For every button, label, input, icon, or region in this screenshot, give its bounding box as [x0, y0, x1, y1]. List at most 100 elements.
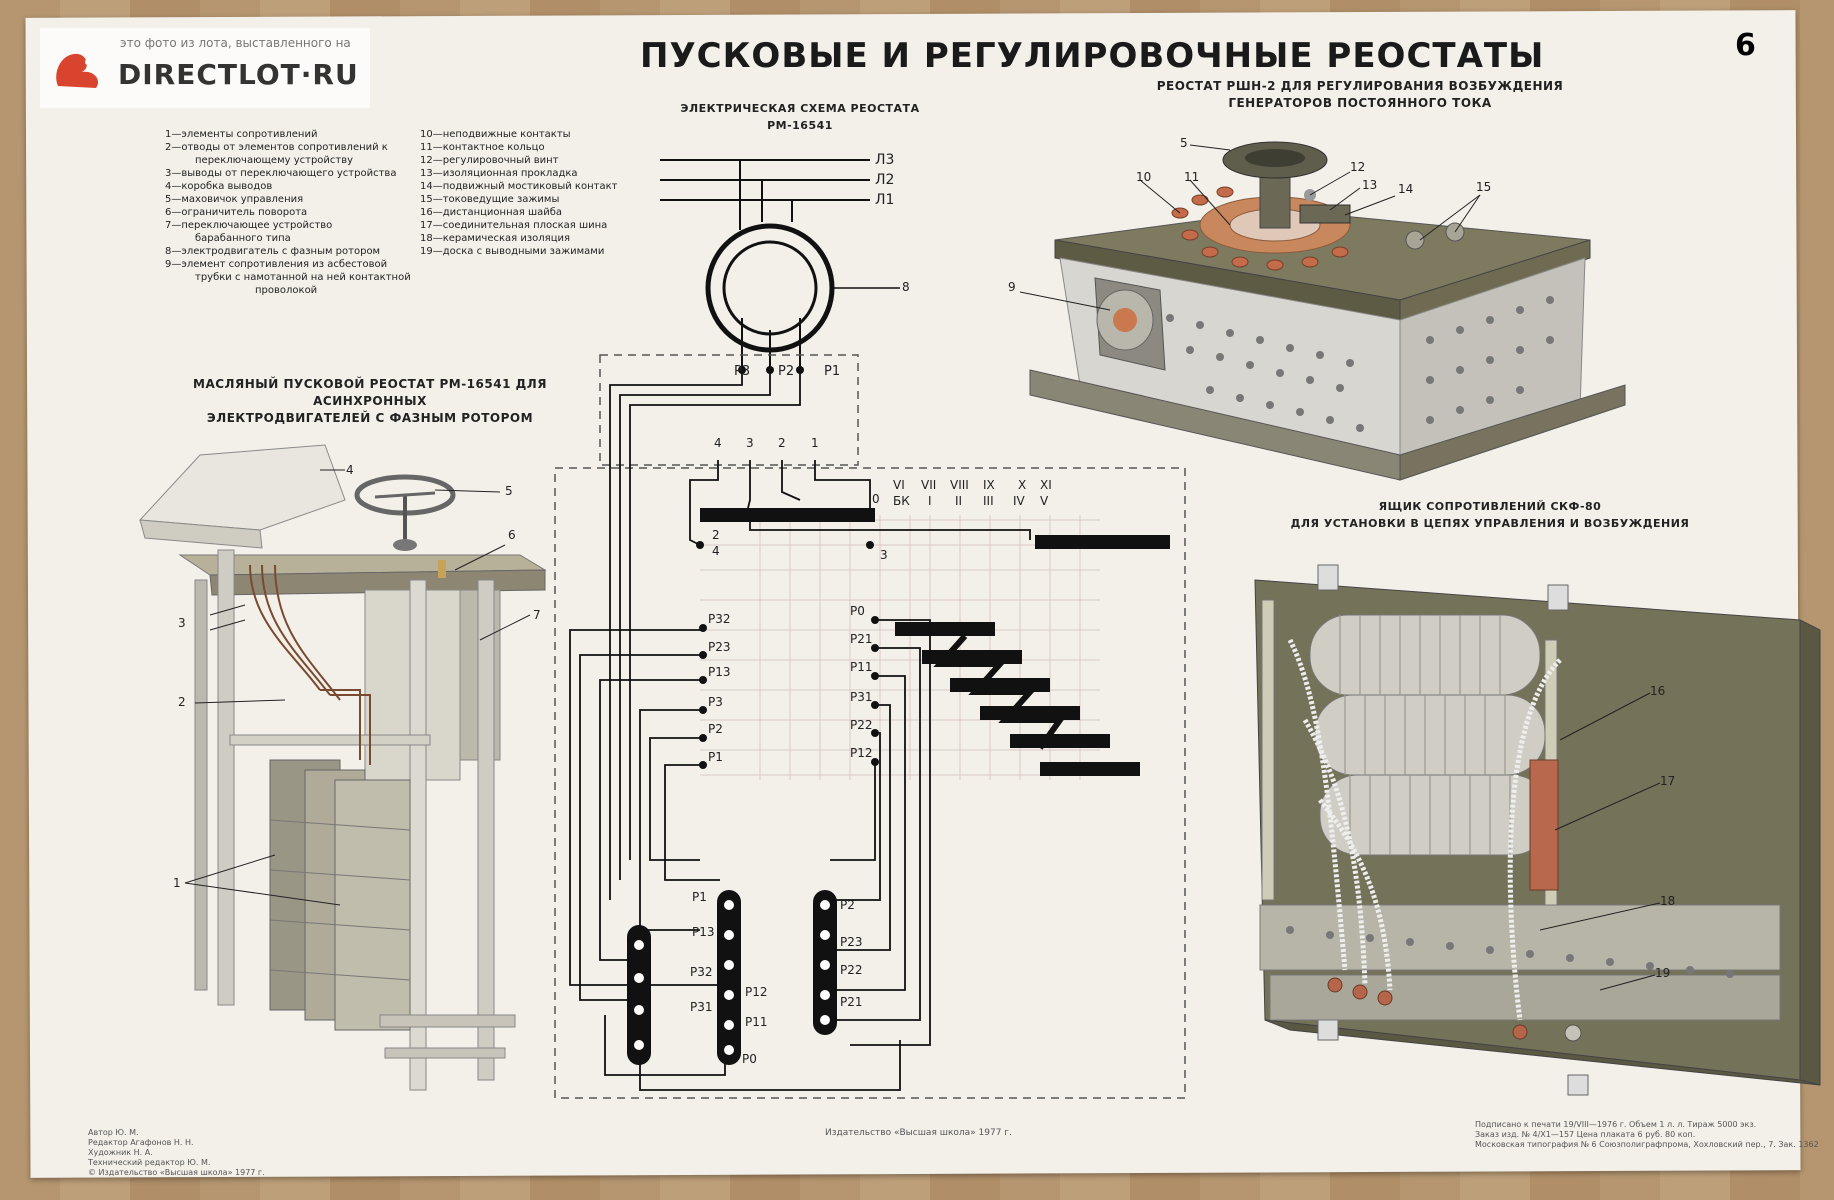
roman-label: IV	[1013, 494, 1025, 508]
footer-line: Редактор Агафонов Н. Н.	[88, 1138, 194, 1147]
part-number: 15	[1476, 180, 1492, 194]
skf-caption-line: ДЛЯ УСТАНОВКИ В ЦЕПЯХ УПРАВЛЕНИЯ И ВОЗБУ…	[1290, 517, 1690, 530]
line-label: Л1	[875, 192, 895, 208]
contact-label: Р21	[850, 632, 873, 646]
contact-label: Р0	[850, 604, 865, 618]
legend-item: 9—элемент сопротивления из асбестовой	[165, 259, 388, 270]
watermark-brand[interactable]: DIRECTLOT·RU	[118, 58, 359, 91]
contact-label: Р31	[850, 690, 873, 704]
schematic-caption-line: РМ-16541	[767, 119, 833, 132]
position-label: 3	[746, 436, 754, 450]
roman-label: III	[983, 494, 994, 508]
part-number: 3	[178, 616, 186, 630]
bar-label: Р12	[745, 985, 768, 999]
roman-label: II	[955, 494, 963, 508]
part-number: 7	[533, 608, 541, 622]
skf-caption: ЯЩИК СОПРОТИВЛЕНИЙ СКФ-80 ДЛЯ УСТАНОВКИ …	[1270, 498, 1710, 532]
sheet-number: 6	[1735, 28, 1756, 63]
legend-item: 1—элементы сопротивлений	[165, 129, 318, 140]
rotor-label: Р2	[778, 364, 795, 379]
legend-item: 2—отводы от элементов сопротивлений к	[165, 142, 388, 153]
contact-label: Р32	[708, 612, 731, 626]
legend-left: 1—элементы сопротивлений 2—отводы от эле…	[165, 128, 411, 297]
legend-item: 10—неподвижные контакты	[420, 129, 571, 140]
legend-item: 11—контактное кольцо	[420, 142, 545, 153]
roman-label: VI	[893, 478, 905, 492]
footer-line: Подписано к печати 19/VIII—1976 г. Объем…	[1475, 1120, 1757, 1129]
roman-label: БК	[893, 494, 910, 508]
part-number: 11	[1184, 170, 1200, 184]
skf-caption-line: ЯЩИК СОПРОТИВЛЕНИЙ СКФ-80	[1378, 500, 1602, 513]
bar-label: Р21	[840, 995, 863, 1009]
legend-item: 14—подвижный мостиковый контакт	[420, 181, 618, 192]
legend-item: 16—дистанционная шайба	[420, 207, 563, 218]
legend-item: трубки с намотанной на ней контактной	[195, 272, 411, 283]
switch-label: 2	[712, 528, 720, 542]
contact-label: Р23	[708, 640, 731, 654]
legend-item: 18—керамическая изоляция	[420, 233, 571, 244]
legend-item: 17—соединительная плоская шина	[420, 220, 608, 231]
roman-label: XI	[1040, 478, 1052, 492]
footer-line: Художник Н. А.	[88, 1148, 153, 1157]
part-number: 18	[1660, 894, 1676, 908]
poster-title: ПУСКОВЫЕ И РЕГУЛИРОВОЧНЫЕ РЕОСТАТЫ	[640, 36, 1545, 76]
legend-item: 19—доска с выводными зажимами	[420, 246, 605, 257]
oil-rheostat-caption: МАСЛЯНЫЙ ПУСКОВОЙ РЕОСТАТ РМ-16541 ДЛЯ А…	[160, 376, 580, 427]
contact-label: Р22	[850, 718, 873, 732]
part-number: 17	[1660, 774, 1676, 788]
part-number: 4	[346, 463, 354, 477]
contact-label: Р3	[708, 695, 723, 709]
legend-item: барабанного типа	[195, 233, 291, 244]
part-number: 2	[178, 695, 186, 709]
footer-credits: Автор Ю. М. Редактор Агафонов Н. Н. Худо…	[88, 1128, 265, 1178]
watermark-caption: это фото из лота, выставленного на	[120, 36, 351, 50]
oil-caption-line: МАСЛЯНЫЙ ПУСКОВОЙ РЕОСТАТ РМ-16541 ДЛЯ А…	[193, 377, 547, 408]
part-number: 1	[173, 876, 181, 890]
bar-label: Р32	[690, 965, 713, 979]
contact-label: Р11	[850, 660, 873, 674]
part-number: 16	[1650, 684, 1666, 698]
legend-item: 15—токоведущие зажимы	[420, 194, 560, 205]
position-label: 1	[811, 436, 819, 450]
legend-item: 5—маховичок управления	[165, 194, 304, 205]
oil-rheostat-illustration	[138, 444, 547, 1091]
bar-label: Р1	[692, 890, 707, 904]
line-label: Л3	[875, 152, 895, 168]
part-number: 13	[1362, 178, 1378, 192]
squirrel-logo-icon	[56, 53, 99, 88]
contact-label: Р1	[708, 750, 723, 764]
oil-caption-line: ЭЛЕКТРОДВИГАТЕЛЕЙ С ФАЗНЫМ РОТОРОМ	[206, 411, 534, 425]
skf-resistor-box-illustration	[1254, 564, 1821, 1096]
legend-item: 6—ограничитель поворота	[165, 207, 308, 218]
switch-label: 4	[712, 544, 720, 558]
bar-label: Р31	[690, 1000, 713, 1014]
rotor-label: Р3	[734, 364, 751, 379]
watermark-banner: это фото из лота, выставленного на DIREC…	[40, 28, 370, 108]
rshn-rheostat-illustration	[1019, 141, 1626, 481]
legend-item: 4—коробка выводов	[165, 181, 273, 192]
legend-item: 7—переключающее устройство	[165, 220, 333, 231]
legend-item: 13—изоляционная прокладка	[420, 168, 578, 179]
part-number: 19	[1655, 966, 1671, 980]
schematic-caption: ЭЛЕКТРИЧЕСКАЯ СХЕМА РЕОСТАТА РМ-16541	[660, 100, 940, 134]
switch-label: 3	[880, 548, 888, 562]
position-label: 2	[778, 436, 786, 450]
rshn-caption: РЕОСТАТ РШН-2 ДЛЯ РЕГУЛИРОВАНИЯ ВОЗБУЖДЕ…	[1140, 78, 1580, 112]
part-number: 9	[1008, 280, 1016, 294]
legend-right: 10—неподвижные контакты 11—контактное ко…	[420, 128, 617, 258]
part-number: 14	[1398, 182, 1414, 196]
legend-item: переключающему устройству	[195, 155, 354, 166]
zero-label: 0	[872, 492, 880, 506]
part-number: 6	[508, 528, 516, 542]
bar-label: Р2	[840, 898, 855, 912]
bar-label: Р0	[742, 1052, 757, 1066]
part-number: 12	[1350, 160, 1366, 174]
motor-label: 8	[902, 280, 910, 294]
part-number: 5	[1180, 136, 1188, 150]
footer-line: Технический редактор Ю. М.	[88, 1158, 211, 1167]
footer-line: © Издательство «Высшая школа» 1977 г.	[88, 1168, 265, 1177]
rotor-label: Р1	[824, 364, 841, 379]
footer-print-info: Подписано к печати 19/VIII—1976 г. Объем…	[1475, 1120, 1819, 1150]
contact-label: Р12	[850, 746, 873, 760]
